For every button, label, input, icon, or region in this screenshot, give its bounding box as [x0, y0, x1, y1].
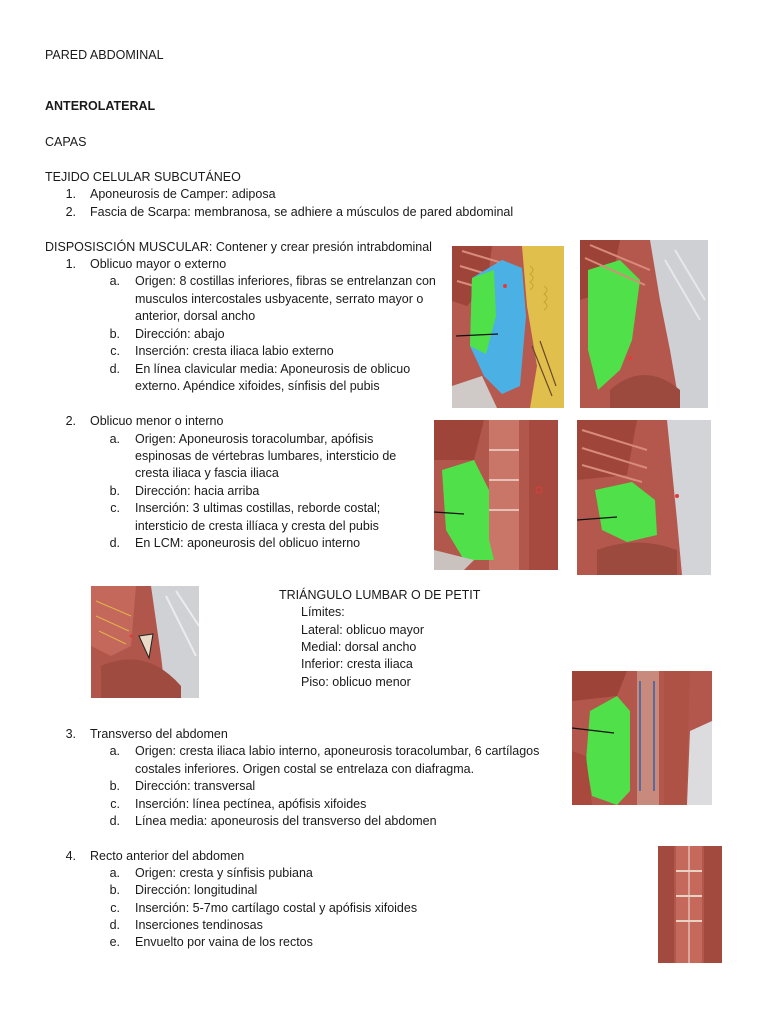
list-item: Fascia de Scarpa: membranosa, se adhiere…	[90, 205, 514, 219]
sub-letter: d.	[109, 918, 120, 932]
sub-item: externo. Apéndice xifoides, sínfisis del…	[135, 379, 380, 393]
sub-letter: b.	[109, 484, 120, 498]
sub-letter: a.	[109, 866, 120, 880]
sub-letter: c.	[110, 901, 120, 915]
list-number: 1.	[65, 187, 76, 201]
sub-letter: a.	[109, 432, 120, 446]
sub-item: Dirección: abajo	[135, 327, 225, 341]
petit-line: Medial: dorsal ancho	[301, 640, 417, 654]
subcutaneo-heading: TEJIDO CELULAR SUBCUTÁNEO	[45, 170, 241, 184]
sub-item: costales inferiores. Origen costal se en…	[135, 762, 475, 776]
sub-letter: d.	[109, 814, 120, 828]
petit-line: Piso: oblicuo menor	[301, 675, 411, 689]
sub-item: Origen: cresta iliaca labio interno, apo…	[135, 744, 540, 758]
sub-item: intersticio de cresta illíaca y cresta d…	[135, 519, 379, 533]
muscle-name: Recto anterior del abdomen	[90, 849, 245, 863]
petit-triangle-illustration	[91, 586, 199, 698]
sub-item: Línea media: aponeurosis del transverso …	[135, 814, 437, 828]
sub-letter: b.	[109, 327, 120, 341]
sub-letter: a.	[109, 744, 120, 758]
muscular-heading: DISPOSISCIÓN MUSCULAR: Contener y crear …	[45, 240, 432, 254]
sub-item: Origen: cresta y sínfisis pubiana	[135, 866, 313, 880]
sub-item: En LCM: aponeurosis del oblicuo interno	[135, 536, 361, 550]
sub-letter: e.	[109, 935, 120, 949]
sub-item: Dirección: longitudinal	[135, 883, 258, 897]
list-number: 2.	[65, 414, 76, 428]
list-number: 2.	[65, 205, 76, 219]
sub-item: Dirección: transversal	[135, 779, 256, 793]
external-oblique-anterior-illustration	[452, 246, 564, 408]
muscle-name: Oblicuo mayor o externo	[90, 257, 227, 271]
section-heading: ANTEROLATERAL	[45, 99, 156, 113]
sub-letter: a.	[109, 274, 120, 288]
sub-item: espinosas de vértebras lumbares, interst…	[135, 449, 397, 463]
petit-line: Límites:	[301, 605, 345, 619]
list-number: 3.	[65, 727, 76, 741]
sub-letter: c.	[110, 501, 120, 515]
petit-line: Lateral: oblicuo mayor	[301, 623, 424, 637]
sub-letter: d.	[109, 362, 120, 376]
sub-letter: b.	[109, 779, 120, 793]
sub-item: Origen: 8 costillas inferiores, fibras s…	[135, 274, 436, 288]
sub-item: Inserción: cresta iliaca labio externo	[135, 344, 334, 358]
list-number: 1.	[65, 257, 76, 271]
sub-letter: d.	[109, 536, 120, 550]
list-number: 4.	[65, 849, 76, 863]
external-oblique-lateral-illustration	[580, 240, 708, 408]
muscle-name: Oblicuo menor o interno	[90, 414, 224, 428]
sub-item: Inserción: 5-7mo cartílago costal y apóf…	[135, 901, 418, 915]
page-title: PARED ABDOMINAL	[45, 48, 164, 62]
capas-heading: CAPAS	[45, 135, 87, 149]
internal-oblique-anterior-illustration	[434, 420, 558, 570]
sub-item: musculos intercostales usbyacente, serra…	[135, 292, 424, 306]
muscle-name: Transverso del abdomen	[90, 727, 228, 741]
transverse-abdominis-illustration	[572, 671, 712, 805]
sub-item: cresta iliaca y fascia iliaca	[135, 466, 279, 480]
sub-item: anterior, dorsal ancho	[135, 309, 256, 323]
sub-letter: c.	[110, 797, 120, 811]
sub-item: Envuelto por vaina de los rectos	[135, 935, 313, 949]
rectus-abdominis-illustration	[658, 846, 722, 963]
sub-item: Inserciones tendinosas	[135, 918, 263, 932]
petit-line: Inferior: cresta iliaca	[301, 657, 413, 671]
petit-heading: TRIÁNGULO LUMBAR O DE PETIT	[279, 588, 481, 602]
list-item: Aponeurosis de Camper: adiposa	[90, 187, 276, 201]
sub-item: En línea clavicular media: Aponeurosis d…	[135, 362, 411, 376]
internal-oblique-lateral-illustration	[577, 420, 711, 575]
sub-item: Origen: Aponeurosis toracolumbar, apófis…	[135, 432, 374, 446]
sub-letter: b.	[109, 883, 120, 897]
sub-letter: c.	[110, 344, 120, 358]
sub-item: Inserción: línea pectínea, apófisis xifo…	[135, 797, 367, 811]
sub-item: Dirección: hacia arriba	[135, 484, 260, 498]
sub-item: Inserción: 3 ultimas costillas, reborde …	[135, 501, 381, 515]
